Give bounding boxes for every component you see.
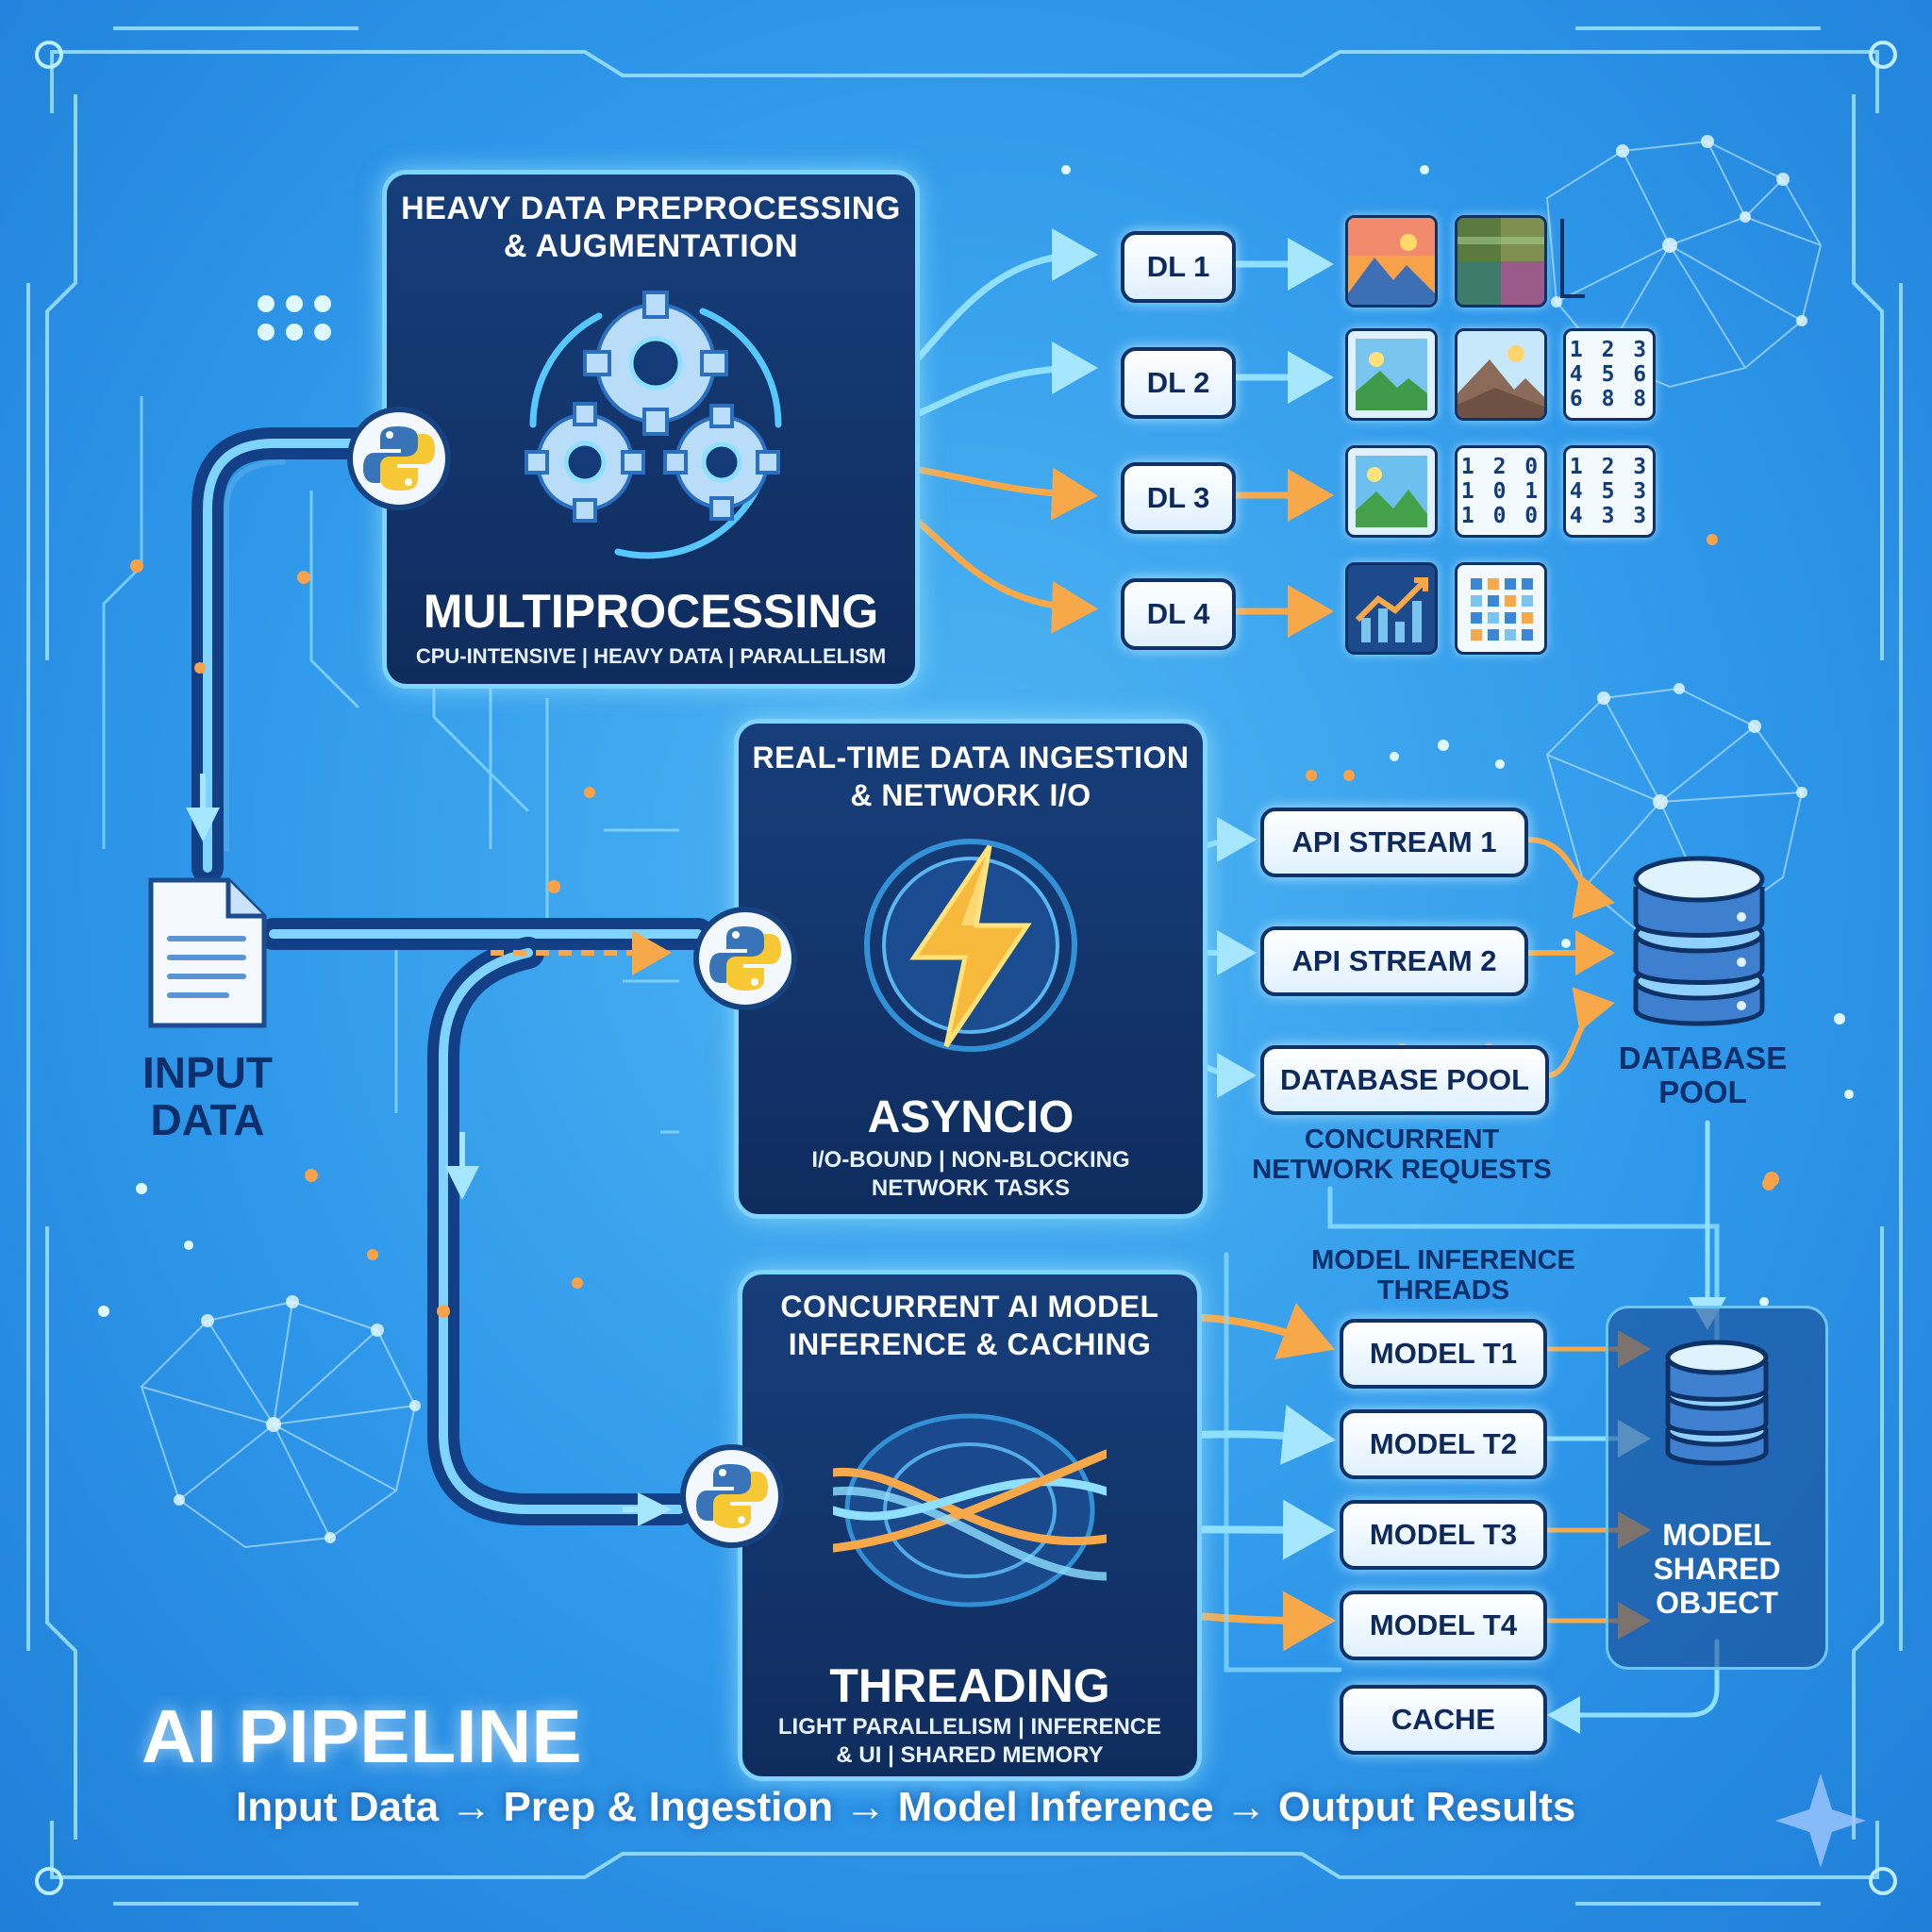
multiprocessing-subtitle: CPU-INTENSIVE | HEAVY DATA | PARALLELISM [415, 644, 887, 668]
model-shared-object-box: MODEL SHARED OBJECT [1606, 1306, 1828, 1670]
python-logo-icon [693, 907, 797, 1010]
dl-3-chip[interactable]: DL 3 [1121, 462, 1236, 534]
model-shared-object-line1: MODEL [1662, 1518, 1772, 1552]
database-pool-label-line2: POOL [1658, 1074, 1747, 1109]
number-grid-dl3-b-row: 4 5 3 [1569, 479, 1650, 504]
model-t1-chip[interactable]: MODEL T1 [1340, 1319, 1547, 1389]
threading-subtitle-line2: & UI | SHARED MEMORY [836, 1742, 1104, 1768]
concurrent-requests-note: CONCURRENT NETWORK REQUESTS [1232, 1124, 1572, 1185]
number-grid-dl3-a-row: 1 0 0 [1460, 504, 1541, 528]
database-pool-label: DATABASE POOL [1604, 1041, 1802, 1109]
chart-thumb [1345, 562, 1438, 655]
number-grid-dl3-b: 1 2 3 4 5 3 4 3 3 [1563, 445, 1656, 538]
heatmap-thumb [1455, 562, 1547, 655]
mountain-image-thumb [1455, 328, 1547, 421]
model-inference-threads-line2: THREADS [1376, 1275, 1510, 1306]
ai-pipeline-title: AI PIPELINE [142, 1694, 582, 1778]
multiprocessing-title-line2: & AUGMENTATION [503, 228, 799, 264]
input-data-label-line2: DATA [150, 1095, 265, 1144]
thread-weave-icon [833, 1413, 1107, 1607]
database-pool-chip[interactable]: DATABASE POOL [1260, 1045, 1549, 1115]
model-inference-threads-label: MODEL INFERENCE THREADS [1283, 1245, 1604, 1306]
model-shared-object-line3: OBJECT [1656, 1586, 1778, 1620]
database-pool-label-line1: DATABASE [1618, 1041, 1788, 1075]
dl-4-chip[interactable]: DL 4 [1121, 578, 1236, 650]
number-grid-dl3-a-row: 1 0 1 [1460, 479, 1541, 504]
number-grid-dl2-row: 6 8 8 [1569, 387, 1650, 411]
api-stream-2-chip[interactable]: API STREAM 2 [1260, 926, 1528, 996]
landscape-image-thumb-3 [1345, 445, 1438, 538]
concurrent-requests-line1: CONCURRENT [1304, 1124, 1500, 1155]
multiprocessing-title-line1: HEAVY DATA PREPROCESSING [401, 191, 901, 226]
asyncio-title-line2: & NETWORK I/O [850, 778, 1091, 812]
model-shared-object-line2: SHARED [1653, 1552, 1781, 1586]
sparkle-icon [1775, 1774, 1866, 1868]
threading-title-line2: INFERENCE & CACHING [788, 1327, 1152, 1361]
asyncio-subtitle-line2: NETWORK TASKS [871, 1175, 1071, 1201]
divider-bracket-icon [1560, 219, 1585, 298]
multiprocessing-name: MULTIPROCESSING [423, 585, 879, 638]
threading-title-line1: CONCURRENT AI MODEL [780, 1290, 1159, 1324]
model-inference-threads-line1: MODEL INFERENCE [1311, 1245, 1575, 1275]
database-icon [1665, 1340, 1769, 1466]
model-t2-chip[interactable]: MODEL T2 [1340, 1409, 1547, 1479]
number-grid-dl3-b-row: 4 3 3 [1569, 504, 1650, 528]
model-t3-chip[interactable]: MODEL T3 [1340, 1500, 1547, 1570]
asyncio-title-line1: REAL-TIME DATA INGESTION [752, 741, 1190, 774]
document-icon [148, 877, 267, 1028]
database-icon [1633, 856, 1765, 1026]
photo-grid-thumb [1455, 215, 1547, 308]
line-chart-icon [1355, 577, 1428, 642]
multiprocessing-panel: HEAVY DATA PREPROCESSING & AUGMENTATION … [382, 170, 920, 689]
number-grid-dl2-row: 1 2 3 [1569, 338, 1650, 362]
lightning-bolt-icon [864, 839, 1077, 1052]
threading-subtitle-line1: LIGHT PARALLELISM | INFERENCE [777, 1714, 1162, 1740]
threading-panel: CONCURRENT AI MODEL INFERENCE & CACHING … [738, 1270, 1202, 1781]
number-grid-dl2-row: 4 5 6 [1569, 362, 1650, 387]
number-grid-dl3-a-row: 1 2 0 [1460, 455, 1541, 479]
dl-2-chip[interactable]: DL 2 [1121, 347, 1236, 419]
model-shared-object-label: MODEL SHARED OBJECT [1608, 1518, 1825, 1620]
model-t4-chip[interactable]: MODEL T4 [1340, 1591, 1547, 1660]
cache-chip[interactable]: CACHE [1340, 1685, 1547, 1755]
grid-dots-icon [1471, 578, 1533, 641]
api-stream-1-chip[interactable]: API STREAM 1 [1260, 808, 1528, 877]
number-grid-dl3-a: 1 2 0 1 0 1 1 0 0 [1455, 445, 1547, 538]
gears-icon [525, 291, 782, 559]
asyncio-name: ASYNCIO [867, 1092, 1074, 1142]
asyncio-panel: REAL-TIME DATA INGESTION & NETWORK I/O A… [734, 719, 1208, 1219]
pipeline-flow-summary: Input Data → Prep & Ingestion → Model In… [236, 1784, 1576, 1830]
number-grid-dl2: 1 2 3 4 5 6 6 8 8 [1563, 328, 1656, 421]
input-data-label-line1: INPUT [142, 1048, 273, 1097]
threading-name: THREADING [829, 1659, 1110, 1712]
input-data-label: INPUT DATA [104, 1049, 311, 1143]
dl-1-chip[interactable]: DL 1 [1121, 231, 1236, 303]
landscape-image-thumb-2 [1345, 328, 1438, 421]
landscape-image-thumb [1345, 215, 1438, 308]
python-logo-icon [680, 1444, 784, 1548]
concurrent-requests-line2: NETWORK REQUESTS [1252, 1155, 1552, 1185]
asyncio-subtitle-line1: I/O-BOUND | NON-BLOCKING [811, 1147, 1130, 1173]
python-logo-icon [347, 407, 451, 510]
number-grid-dl3-b-row: 1 2 3 [1569, 455, 1650, 479]
